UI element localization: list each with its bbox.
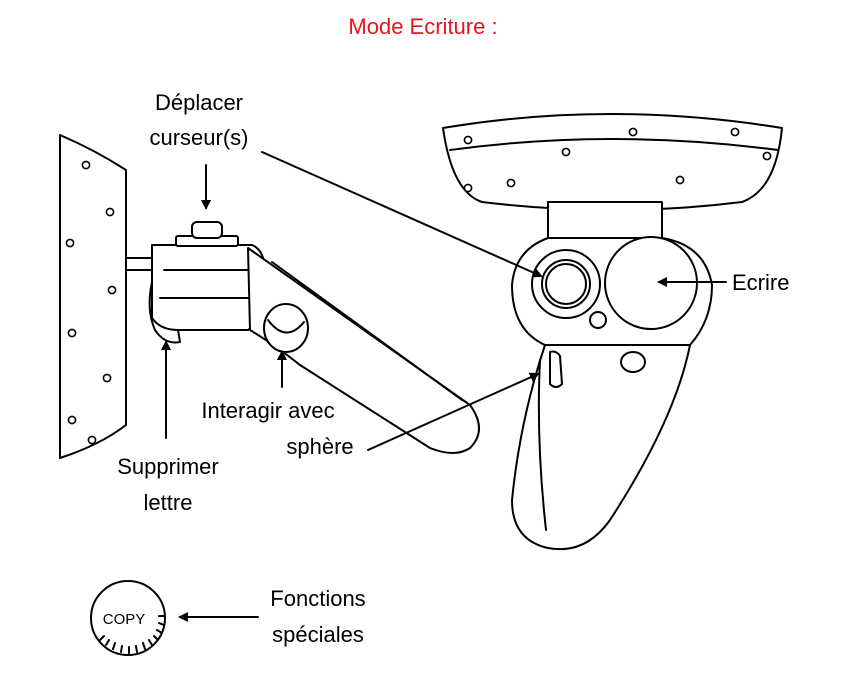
label-write: Ecrire <box>732 270 789 295</box>
left-grip-button <box>263 303 309 353</box>
right-grip-button <box>549 350 563 388</box>
right-controller-front-view <box>442 113 783 551</box>
left-ring-leds <box>65 160 117 445</box>
left-tracking-ring <box>59 134 127 459</box>
left-controller-side-view <box>59 134 480 459</box>
arrow-interact-to-grip <box>367 372 540 451</box>
left-thumbstick <box>191 221 223 239</box>
copy-button-icon: COPY <box>90 580 166 656</box>
left-ring-arm <box>125 257 153 271</box>
right-tracking-ring <box>442 113 783 211</box>
right-small-button <box>589 311 607 329</box>
page-title: Mode Ecriture : <box>348 14 497 39</box>
right-controller-handle <box>511 344 691 551</box>
right-menu-button <box>620 351 646 373</box>
label-special-line2: spéciales <box>272 622 364 647</box>
label-move-cursor-line2: curseur(s) <box>149 125 248 150</box>
label-special-line1: Fonctions <box>270 586 365 611</box>
right-ring-leds <box>463 127 772 193</box>
label-delete-line2: lettre <box>144 490 193 515</box>
copy-button-text: COPY <box>103 611 146 628</box>
label-delete-line1: Supprimer <box>117 454 218 479</box>
right-thumbstick <box>541 259 591 309</box>
arrow-move-cursor-to-thumbstick <box>261 151 543 278</box>
label-interact-line1: Interagir avec <box>201 398 334 423</box>
label-interact-line2: sphère <box>286 434 353 459</box>
right-controller-neck <box>547 201 663 239</box>
label-move-cursor-line1: Déplacer <box>155 90 243 115</box>
